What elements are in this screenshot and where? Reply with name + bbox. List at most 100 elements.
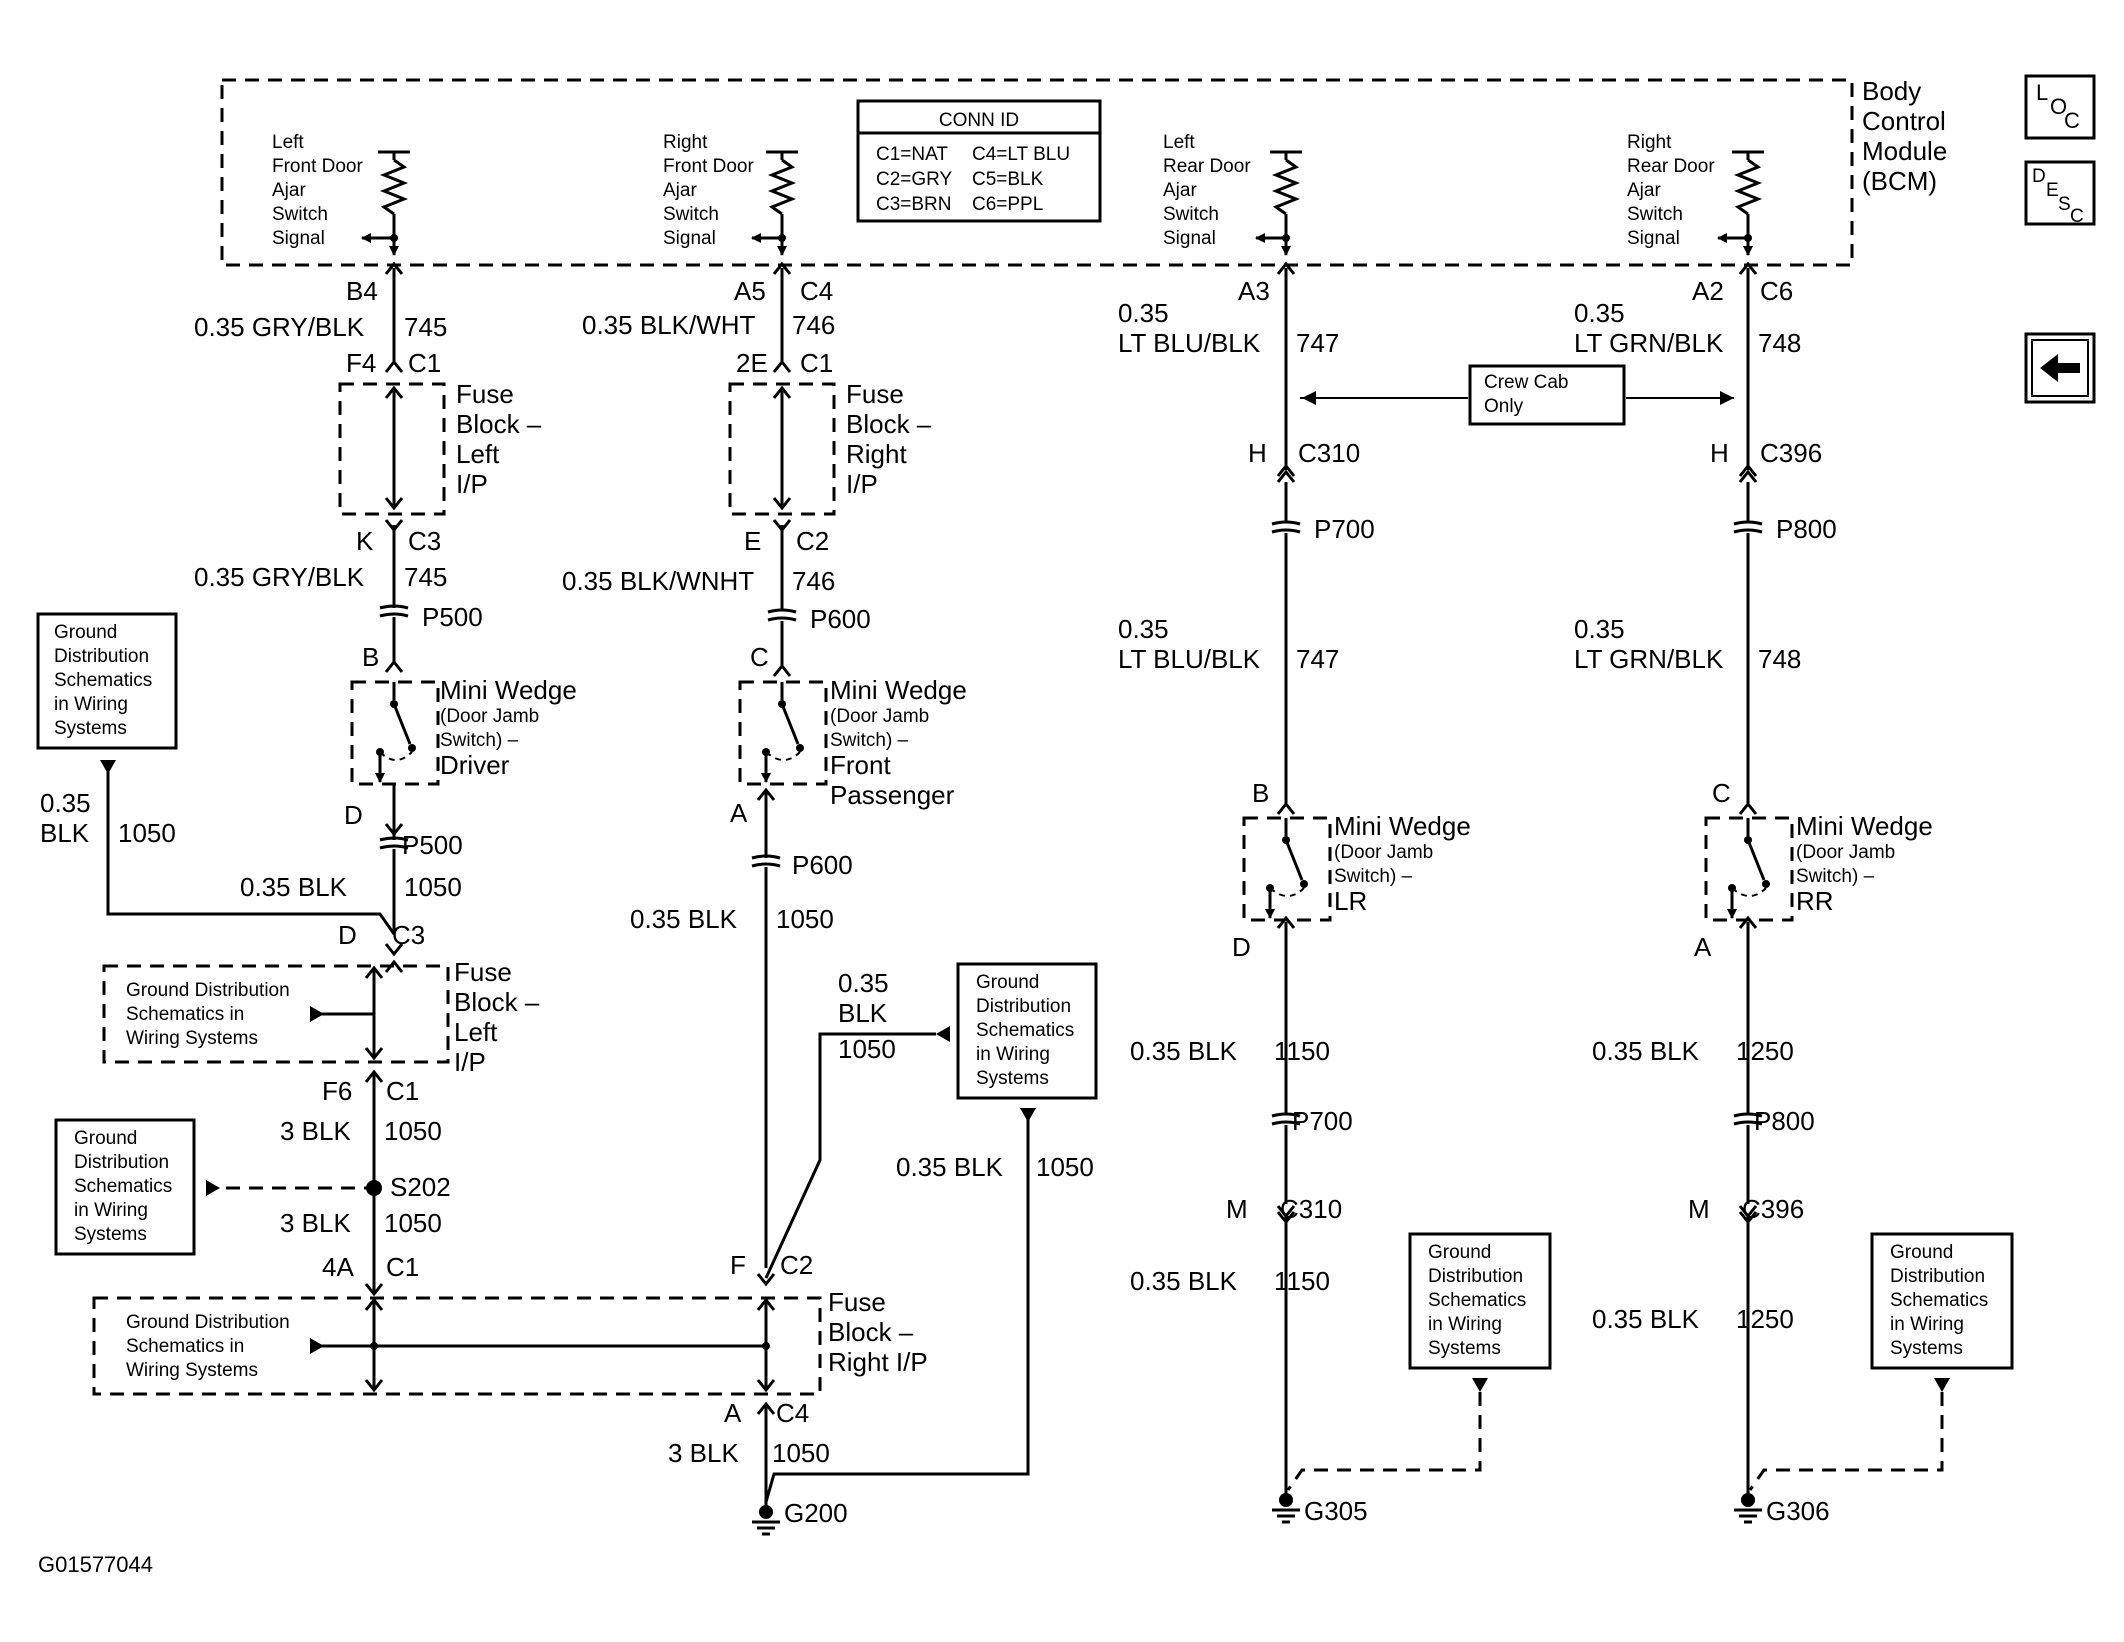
gd4-l3: Schematics [1428, 1290, 1526, 1311]
mw-lr-title: Mini Wedge [1334, 811, 1471, 841]
pin-d-driver: D [344, 800, 363, 830]
svg-text:Front Door: Front Door [663, 156, 754, 177]
ground-ref-box-4 [1408, 1232, 1552, 1370]
svg-text:Right: Right [663, 132, 708, 153]
wire-1050-number-f: 1050 [838, 1034, 896, 1064]
svg-text:Switch: Switch [1627, 204, 1683, 225]
fuse-left-lower-4: I/P [454, 1047, 486, 1077]
conn-id-c2: C2=GRY [876, 169, 953, 190]
wire-745-gauge-b: 0.35 GRY/BLK [194, 562, 365, 592]
splice-s202-label: S202 [390, 1172, 451, 1202]
gd4-l2: Distribution [1428, 1266, 1523, 1287]
pin-f6: F6 [322, 1076, 352, 1106]
fuse-left-lower-3: Left [454, 1017, 498, 1047]
bcm-label-1: Body [1862, 76, 1921, 106]
ground-g200-label: G200 [784, 1498, 848, 1528]
gd1-l2: Distribution [54, 646, 149, 667]
pin-d-c3: D [338, 920, 357, 950]
bcm-signal-lr-door: Left Rear Door Ajar Switch Signal [1163, 132, 1302, 256]
wire-1050-number-h: 1050 [772, 1438, 830, 1468]
svg-text:Signal: Signal [1163, 228, 1216, 249]
svg-text:L: L [2036, 80, 2048, 105]
wire-1150-gauge-a: 0.35 BLK [1130, 1036, 1238, 1066]
pin-b4: B4 [346, 276, 378, 306]
wire-747-gauge-a: 0.35 [1118, 298, 1169, 328]
ground-ref-box-5 [1870, 1232, 2014, 1370]
wire-1050-gauge-a: 0.35 BLK [240, 872, 348, 902]
splice-p800-b: P800 [1754, 1106, 1815, 1136]
conn-c1-c: C1 [386, 1252, 419, 1282]
svg-text:Ajar: Ajar [1163, 180, 1197, 201]
ground-g305-symbol [1272, 1493, 1300, 1524]
gd3-l1: Ground [976, 972, 1039, 993]
fuse-block-right-lower-outline [92, 1296, 822, 1396]
gd4-l5: Systems [1428, 1338, 1501, 1359]
wire-1050-gauge-f1: 0.35 [838, 968, 889, 998]
svg-text:Ajar: Ajar [1627, 180, 1661, 201]
wire-745-gauge: 0.35 GRY/BLK [194, 312, 365, 342]
wire-1250-number-b: 1250 [1736, 1304, 1794, 1334]
wire-745-number-b: 745 [404, 562, 447, 592]
svg-text:Switch: Switch [663, 204, 719, 225]
wire-1150-gauge-b: 0.35 BLK [1130, 1266, 1238, 1296]
fuse-right-3: Right [846, 439, 907, 469]
splice-p700-b: P700 [1292, 1106, 1353, 1136]
gd4-l1: Ground [1428, 1242, 1491, 1263]
gd3-l5: Systems [976, 1068, 1049, 1089]
mini-wedge-rr-switch [1704, 816, 1794, 922]
conn-c3-b: C3 [392, 920, 425, 950]
wire-1050-ground-g200 [764, 1118, 1030, 1503]
conn-c2-a: C2 [796, 526, 829, 556]
mw-driver-sub1: (Door Jamb [440, 706, 539, 727]
conn-c4-b: C4 [776, 1398, 809, 1428]
mw-driver-name: Driver [440, 750, 510, 780]
bcm-label-4: (BCM) [1862, 166, 1937, 196]
wire-1050-gauge-b1: 0.35 [40, 788, 91, 818]
pin-c-front: C [750, 642, 769, 672]
ground-g305-label: G305 [1304, 1496, 1368, 1526]
gd-fb-right-3: Wiring Systems [126, 1360, 258, 1381]
conn-id-c5: C5=BLK [972, 169, 1044, 190]
wire-1050-number-g: 1050 [1036, 1152, 1094, 1182]
gd5-l2: Distribution [1890, 1266, 1985, 1287]
fuse-block-right-outline [728, 382, 836, 516]
gd1-l1: Ground [54, 622, 117, 643]
conn-id-c4: C4=LT BLU [972, 144, 1070, 165]
pin-a-rr: A [1694, 932, 1712, 962]
ground-ref-box-2 [54, 1118, 196, 1256]
svg-text:Ajar: Ajar [663, 180, 697, 201]
ground-g200-symbol [752, 1505, 780, 1536]
svg-text:Switch: Switch [272, 204, 328, 225]
mw-rr-name: RR [1796, 886, 1834, 916]
wire-1050-number-c: 1050 [384, 1116, 442, 1146]
wire-748-color-a: LT GRN/BLK [1574, 328, 1724, 358]
svg-text:Left: Left [1163, 132, 1195, 153]
desc-icon[interactable]: D E S C [2024, 160, 2096, 227]
circuit-748 [1733, 261, 1763, 1494]
conn-id-title: CONN ID [939, 110, 1019, 131]
svg-text:Switch: Switch [1163, 204, 1219, 225]
wire-748-gauge-b: 0.35 [1574, 614, 1625, 644]
gd-fb-left-2: Schematics in [126, 1004, 244, 1025]
loc-icon[interactable]: L O C [2024, 74, 2096, 140]
pin-k: K [356, 526, 374, 556]
mw-driver-title: Mini Wedge [440, 675, 577, 705]
mw-lr-sub1: (Door Jamb [1334, 842, 1433, 863]
svg-text:C: C [2070, 206, 2084, 227]
splice-p600-b: P600 [792, 850, 853, 880]
mw-front-sub1: (Door Jamb [830, 706, 929, 727]
back-arrow-icon[interactable] [2024, 332, 2096, 404]
fuse-right-4: I/P [846, 469, 878, 499]
splice-s202 [366, 1180, 382, 1196]
svg-text:Rear Door: Rear Door [1163, 156, 1251, 177]
conn-c1-b: C1 [386, 1076, 419, 1106]
mw-lr-name: LR [1334, 886, 1367, 916]
bcm-signal-rf-door: Right Front Door Ajar Switch Signal [663, 132, 798, 256]
pin-h-c310: H [1248, 438, 1267, 468]
wire-1050-gauge-e: 0.35 BLK [630, 904, 738, 934]
circuit-747 [1271, 261, 1301, 1494]
pin-e: E [744, 526, 761, 556]
crew-cab-line2: Only [1484, 396, 1524, 417]
fuse-right-lower-2: Block – [828, 1317, 914, 1347]
